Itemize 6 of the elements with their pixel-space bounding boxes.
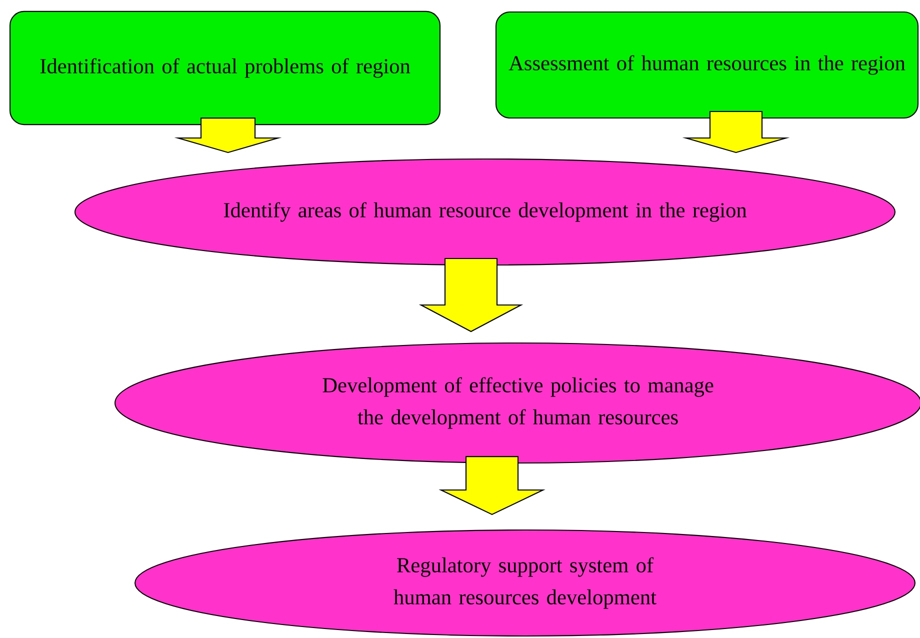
process-box: Identification of actual problems of region [9,10,441,126]
block-arrow [174,118,282,154]
block-arrow [418,258,524,332]
process-box: Assessment of human resources in the region [495,11,919,119]
block-arrow [682,111,790,154]
block-arrow [438,456,546,516]
